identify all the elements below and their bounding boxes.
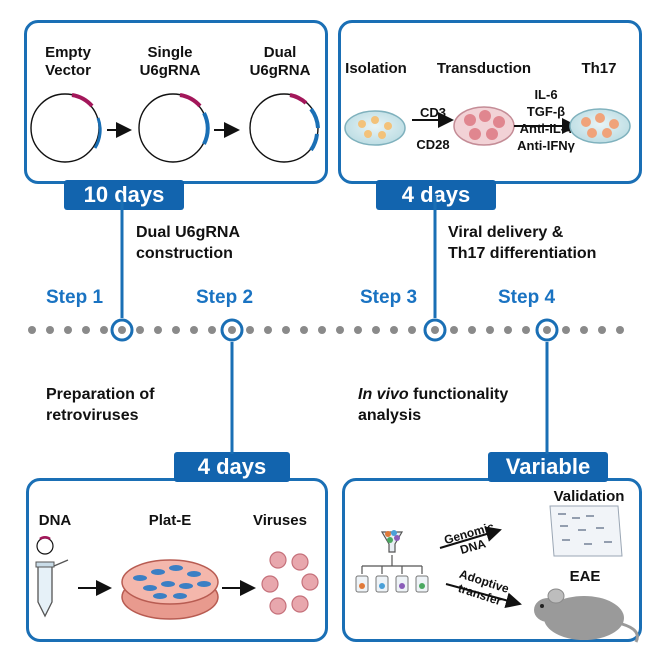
label-cd28: CD28 bbox=[416, 137, 450, 152]
duration-banner-step2: 4 days bbox=[174, 452, 290, 482]
step-2-label: Step 2 bbox=[196, 287, 254, 308]
dna-plasmid-icon bbox=[36, 536, 54, 555]
timeline bbox=[28, 326, 624, 334]
step1-description: Dual U6gRNA construction bbox=[136, 224, 241, 262]
dish-transduction-icon bbox=[453, 106, 515, 146]
step-4-label: Step 4 bbox=[498, 287, 556, 308]
arrow-icon bbox=[439, 526, 502, 549]
viruses-icon bbox=[261, 551, 319, 615]
duration-banner-step1: 10 days bbox=[64, 180, 184, 210]
label-isolation: Isolation bbox=[345, 60, 407, 77]
step3-description: Viral delivery & Th17 differentiation bbox=[448, 224, 597, 262]
dish-th17-icon bbox=[569, 108, 631, 144]
plasmid-single-u6grna-icon bbox=[138, 93, 210, 163]
step-3-label: Step 3 bbox=[360, 287, 418, 308]
duration-banner-step4: Variable bbox=[488, 452, 608, 482]
label-eae: EAE bbox=[569, 568, 601, 585]
step-markers bbox=[110, 318, 559, 342]
label-transduction: Transduction bbox=[436, 60, 532, 77]
plasmid-empty-vector-icon bbox=[30, 93, 102, 163]
tube-icon bbox=[35, 559, 69, 618]
label-th17: Th17 bbox=[581, 60, 617, 77]
panel-plasmid-construction bbox=[24, 20, 328, 184]
mouse-icon bbox=[534, 588, 639, 643]
label-dna: DNA bbox=[38, 512, 72, 529]
label-conditions: IL-6 TGF-β Anti-IL-4 Anti-IFNγ bbox=[517, 87, 575, 153]
plasmid-dual-u6grna-icon bbox=[249, 93, 320, 163]
dish-isolation-icon bbox=[344, 110, 406, 146]
step4-description-italic: In vivo bbox=[358, 386, 409, 403]
label-empty-vector: Empty Vector bbox=[45, 44, 91, 79]
arrow-icon bbox=[445, 583, 522, 609]
step2-description: Preparation of retroviruses bbox=[46, 386, 155, 424]
label-single-u6grna: Single U6gRNA bbox=[139, 44, 201, 79]
step4-description-rest: functionality analysis bbox=[358, 386, 509, 424]
cell-sorting-icon bbox=[355, 530, 429, 593]
label-dual-u6grna: Dual U6gRNA bbox=[249, 44, 311, 79]
gel-validation-icon bbox=[549, 505, 623, 557]
label-plat-e: Plat-E bbox=[148, 512, 192, 529]
step4-description: In vivo functionality analysis bbox=[358, 384, 508, 426]
plat-e-dish-icon bbox=[121, 559, 219, 620]
label-viruses: Viruses bbox=[253, 512, 307, 529]
panel-tcell-differentiation bbox=[338, 20, 642, 184]
label-validation: Validation bbox=[553, 488, 625, 505]
step-1-label: Step 1 bbox=[46, 287, 104, 308]
